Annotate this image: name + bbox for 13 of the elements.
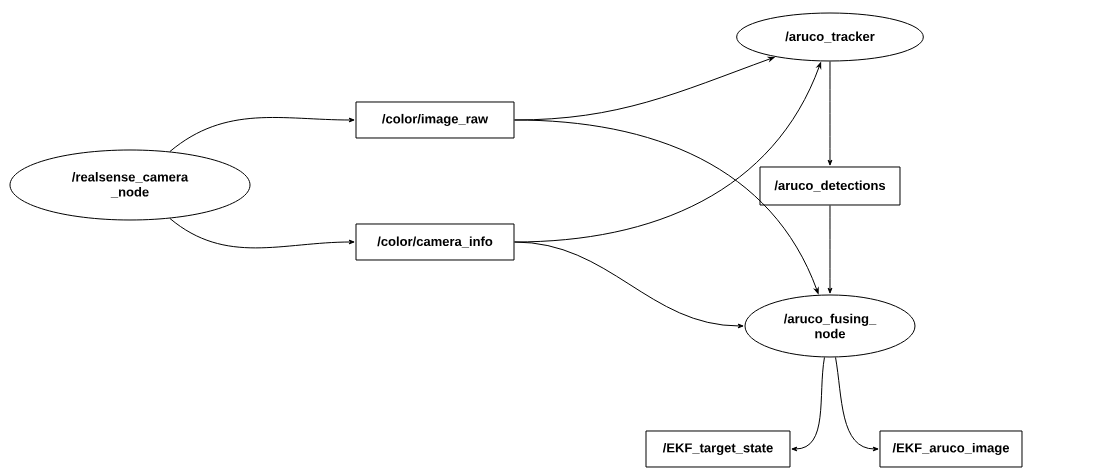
- arrow: [835, 356, 879, 452]
- arrow: [827, 61, 833, 166]
- arrow: [514, 119, 819, 294]
- arrow: [827, 205, 833, 294]
- topic-box: /EKF_target_state: [645, 430, 791, 468]
- arrow: [514, 241, 744, 329]
- topic-box: /EKF_aruco_image: [879, 430, 1023, 468]
- arrow: [791, 356, 825, 452]
- arrow: [169, 218, 355, 249]
- arrow: [169, 117, 355, 152]
- topic-box: /color/image_raw: [355, 101, 515, 139]
- topic-box: /color/camera_info: [355, 223, 515, 261]
- topic-box: /aruco_detections: [759, 166, 901, 206]
